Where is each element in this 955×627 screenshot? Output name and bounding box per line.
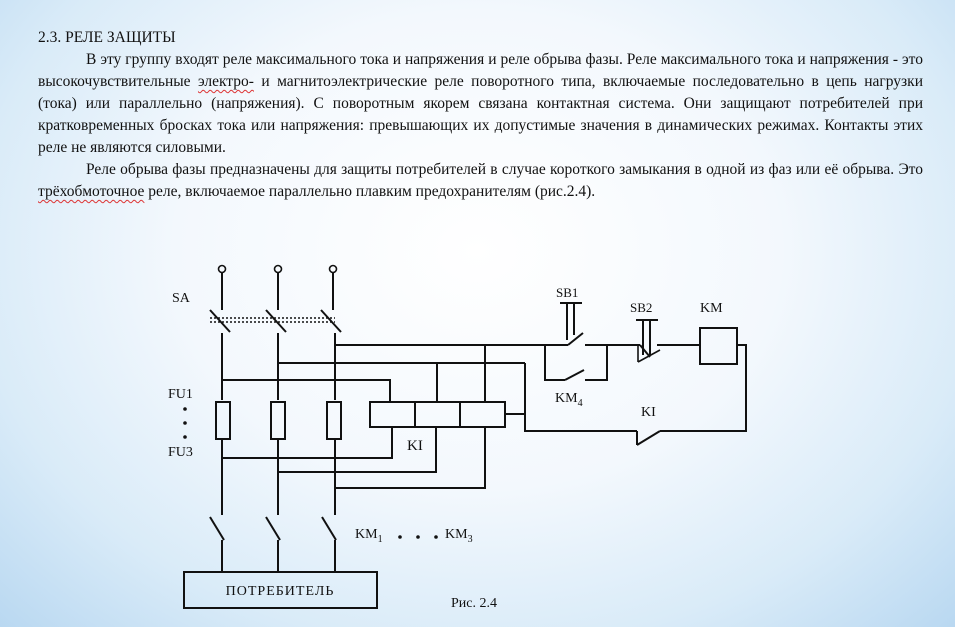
sa-label: SA xyxy=(172,291,191,306)
paragraph-current-voltage-relays: В эту группу входят реле максимального т… xyxy=(38,49,923,159)
slide-text: 2.3. РЕЛЕ ЗАЩИТЫ В эту группу входят рел… xyxy=(38,27,923,203)
km-coil-label: KM xyxy=(700,301,723,316)
km-coil-return-wire xyxy=(660,344,747,432)
km1-sub: 1 xyxy=(378,534,383,545)
consumer-label: ПОТРЕБИТЕЛЬ xyxy=(226,584,335,599)
km3-base: KM xyxy=(445,527,468,542)
km4-label: KM4 xyxy=(555,391,583,409)
ki-coil-label: KI xyxy=(407,438,423,454)
ki-relay-coils xyxy=(369,401,506,428)
km-main-label-start: KM1 xyxy=(355,527,383,545)
km-coil xyxy=(699,327,738,365)
sa-switch xyxy=(209,309,342,333)
consumer-box xyxy=(183,571,378,609)
phase-wires xyxy=(221,273,336,572)
paragraph1-spellcheck-word: электро- xyxy=(197,73,254,90)
ki-contact-label: KI xyxy=(641,405,656,420)
sb2-button xyxy=(635,319,700,363)
km-main-contacts xyxy=(209,516,337,541)
fuses xyxy=(215,401,342,440)
km4-label-base: KM xyxy=(555,391,578,406)
sb1-label: SB1 xyxy=(556,285,578,300)
paragraph1-text-a: В эту группу входят реле максимального т… xyxy=(38,51,923,90)
sb1-button xyxy=(545,302,635,346)
fu3-label: FU3 xyxy=(168,445,193,460)
paragraph-phase-loss-relay: Реле обрыва фазы предназначены для защит… xyxy=(38,159,923,203)
km-main-ellipsis-dots xyxy=(398,535,438,539)
sb2-label: SB2 xyxy=(630,300,652,315)
paragraph2-text-a: Реле обрыва фазы предназначены для защит… xyxy=(86,161,923,178)
km3-sub: 3 xyxy=(468,534,473,545)
ki-contact xyxy=(636,430,661,446)
section-heading: 2.3. РЕЛЕ ЗАЩИТЫ xyxy=(38,29,176,46)
km-main-label-end: KM3 xyxy=(445,527,473,545)
ki-coil-wiring xyxy=(222,344,637,489)
km4-label-sub: 4 xyxy=(578,398,583,409)
km4-contact xyxy=(544,345,608,381)
fu-ellipsis-dots xyxy=(183,407,187,439)
paragraph2-text-c: реле, включаемое параллельно плавким пре… xyxy=(144,183,596,200)
supply-terminals xyxy=(217,264,338,274)
paragraph2-spellcheck-word: трёхобмоточное xyxy=(38,183,145,200)
fu1-label: FU1 xyxy=(168,387,193,402)
figure-caption: Рис. 2.4 xyxy=(451,596,497,611)
paragraph1-text-c: и магнитоэлектрические реле поворотного … xyxy=(38,73,923,156)
km1-base: KM xyxy=(355,527,378,542)
